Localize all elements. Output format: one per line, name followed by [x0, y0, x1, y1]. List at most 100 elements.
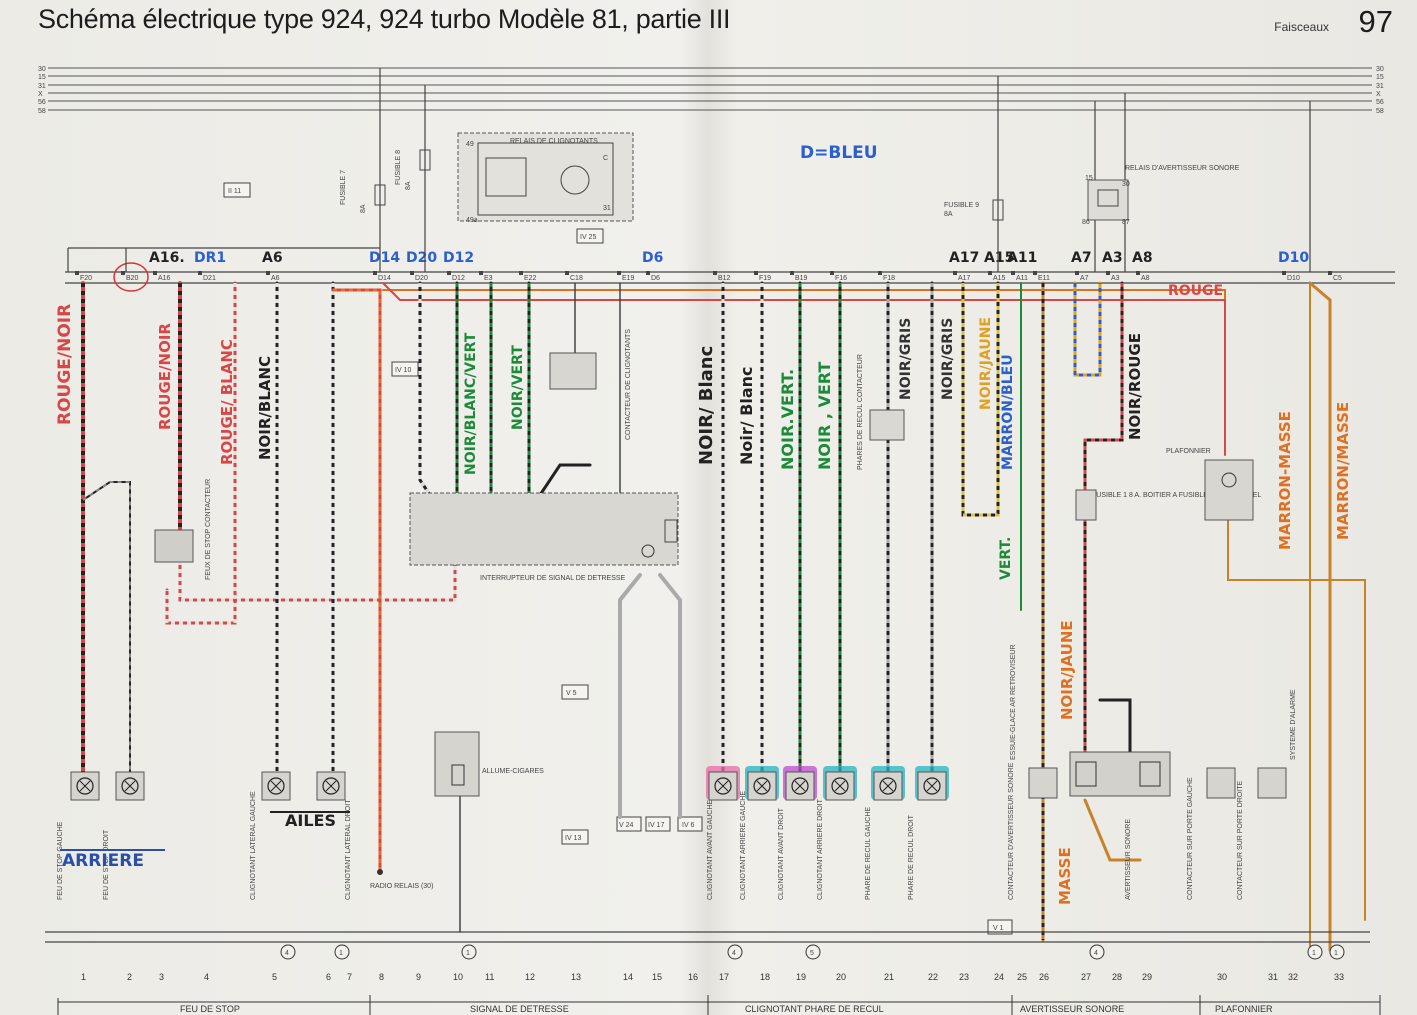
lamp-icon — [714, 777, 732, 795]
svg-text:FUSIBLE 8: FUSIBLE 8 — [395, 150, 402, 185]
ground-circle-icon — [1307, 944, 1323, 960]
svg-text:8A: 8A — [405, 181, 412, 190]
rail-label: X — [38, 91, 43, 98]
ground-circle-icon — [805, 944, 821, 960]
terminal-pin — [198, 271, 202, 275]
wire-stripe — [1073, 283, 1102, 377]
section-label: CLIGNOTANT PHARE DE RECUL — [745, 1004, 884, 1014]
colored-wires — [81, 281, 1366, 952]
lamp-icon — [121, 777, 139, 795]
wire-stripe — [961, 283, 1000, 517]
terminal-pin — [646, 271, 650, 275]
terminal-label: F18 — [883, 275, 895, 282]
terminal-pin — [617, 271, 621, 275]
terminal-label: E3 — [484, 275, 493, 282]
column-number: 33 — [1334, 972, 1344, 982]
ref-box: IV 17 — [648, 822, 664, 829]
terminal-pin — [790, 271, 794, 275]
lamp-icon-cross — [882, 780, 894, 792]
page-title: Schéma électrique type 924, 924 turbo Mo… — [38, 4, 731, 34]
wire — [538, 463, 592, 497]
section-label: SIGNAL DE DETRESSE — [470, 1004, 569, 1014]
rail-feeds — [67, 68, 1311, 272]
terminal-label: A3 — [1111, 275, 1120, 282]
column-number: 24 — [994, 972, 1004, 982]
wire-stripe — [1083, 283, 1124, 760]
ground-circle-icon — [727, 944, 743, 960]
terminal-label: A16 — [158, 275, 171, 282]
lamp-icon — [879, 777, 897, 795]
terminal-pin — [878, 271, 882, 275]
terminal-hand-label: A8 — [1132, 250, 1153, 266]
column-number: 29 — [1142, 972, 1152, 982]
phares-recul-contacteur-label: PHARES DE RECUL CONTACTEUR — [857, 354, 864, 470]
annotation: VERT. — [998, 537, 1014, 580]
annotation: MARRON-MASSE — [1276, 411, 1294, 550]
terminal-label: A17 — [958, 275, 971, 282]
consumer-label: CLIGNOTANT LATERAL GAUCHE — [250, 791, 257, 900]
column-number: 3 — [159, 972, 164, 982]
terminal-hand-label: D6 — [642, 250, 663, 266]
terminal-label: F16 — [835, 275, 847, 282]
annotation: NOIR/JAUNE — [978, 317, 994, 410]
rail-label: X — [1376, 91, 1381, 98]
svg-text:RADIO RELAIS (30): RADIO RELAIS (30) — [370, 883, 433, 890]
lamp-icon-cross — [325, 780, 337, 792]
terminal-pin — [988, 271, 992, 275]
terminal-label: A8 — [1141, 275, 1150, 282]
page-number: 97 — [1358, 4, 1393, 39]
terminal-pin — [266, 271, 270, 275]
annotation: MARRON/MASSE — [1334, 402, 1352, 540]
annotation: NOIR/BLANC — [256, 356, 274, 460]
svg-text:31: 31 — [603, 205, 611, 212]
feux-stop-contacteur: FEUX DE STOP CONTACTEUR — [154, 479, 212, 580]
terminal-hand-label: A7 — [1071, 250, 1092, 266]
annotation: NOIR/VERT — [510, 345, 526, 430]
consumer-label: FEU DE STOP GAUCHE — [57, 821, 64, 900]
section-label: AVERTISSEUR SONORE — [1020, 1004, 1124, 1014]
fuse-7: FUSIBLE 7 8A — [340, 170, 386, 213]
wire-stripe — [178, 495, 457, 602]
wire — [1083, 798, 1142, 862]
ref-box: V 5 — [566, 690, 577, 697]
ground-circle-icon — [334, 944, 350, 960]
terminal-label: A6 — [271, 275, 280, 282]
terminal-pin — [519, 271, 523, 275]
column-number: 18 — [760, 972, 770, 982]
ref-box: V 24 — [619, 822, 634, 829]
svg-text:49a: 49a — [466, 217, 478, 224]
horn-icon — [1069, 751, 1171, 797]
switch-box — [1257, 767, 1287, 799]
wire — [1083, 281, 1124, 762]
rail-label: 15 — [38, 74, 46, 81]
svg-text:RELAIS D'AVERTISSEUR SONORE: RELAIS D'AVERTISSEUR SONORE — [1125, 165, 1240, 172]
annotation: MASSE — [1056, 847, 1074, 905]
switch-box — [1206, 767, 1236, 799]
consumer-label: PHARE DE RECUL DROIT — [908, 814, 915, 900]
consumer-label: CONTACTEUR D'AVERTISSEUR SONORE — [1008, 762, 1015, 900]
terminal-hand-label: A16. — [149, 250, 185, 266]
svg-text:8A: 8A — [360, 204, 367, 213]
lamp-icon — [831, 777, 849, 795]
svg-text:30: 30 — [1122, 181, 1130, 188]
ref-box: V 1 — [993, 925, 1004, 932]
fuse-1 — [1075, 489, 1097, 521]
svg-text:15: 15 — [1085, 175, 1093, 182]
lamp-icon-cross — [926, 780, 938, 792]
column-number: 8 — [379, 972, 384, 982]
rail-label: 31 — [38, 83, 46, 90]
rail-label: 58 — [38, 108, 46, 115]
annotation: AILES — [285, 811, 336, 830]
rail-labels-left: 30 15 31 X 56 58 — [38, 66, 46, 115]
svg-text:CONTACTEUR DE CLIGNOTANTS: CONTACTEUR DE CLIGNOTANTS — [625, 329, 632, 440]
terminal-pin — [121, 271, 125, 275]
lamp-icon — [791, 777, 809, 795]
svg-text:INTERRUPTEUR DE SIGNAL DE DETR: INTERRUPTEUR DE SIGNAL DE DETRESSE — [480, 575, 626, 582]
terminal-pin — [953, 271, 957, 275]
